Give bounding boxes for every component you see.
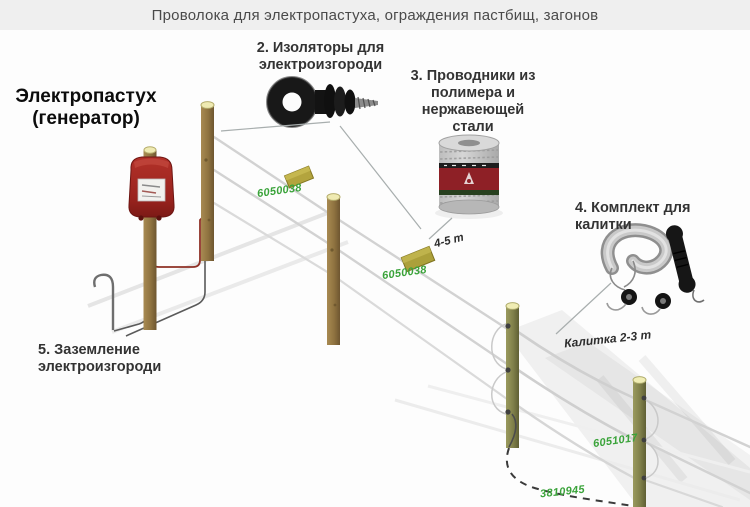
page-title: Проволока для электропастуха, ограждения…: [151, 6, 599, 24]
label-gate-kit: 4. Комплект для калитки: [575, 200, 691, 234]
label-energizer: Электропастух (генератор): [15, 86, 157, 130]
title-bar: Проволока для электропастуха, ограждения…: [0, 0, 750, 30]
gate-posts: [491, 302, 659, 507]
label-grounding: 5. Заземление электроизгороди: [38, 342, 162, 376]
insulator-image: [266, 76, 378, 128]
wire-tag-markers: [283, 165, 436, 273]
label-insulators: 2. Изоляторы для электроизгороди: [256, 40, 385, 74]
underground-cable: [505, 447, 634, 507]
gate-kit-image: [600, 223, 705, 315]
wire-spool-image: [438, 134, 500, 215]
fence-posts: [200, 101, 341, 345]
callout-lines: [220, 121, 612, 335]
label-conductors: 3. Проводники из полимера и нержавеющей …: [410, 68, 536, 136]
energizer-device: [128, 146, 175, 330]
